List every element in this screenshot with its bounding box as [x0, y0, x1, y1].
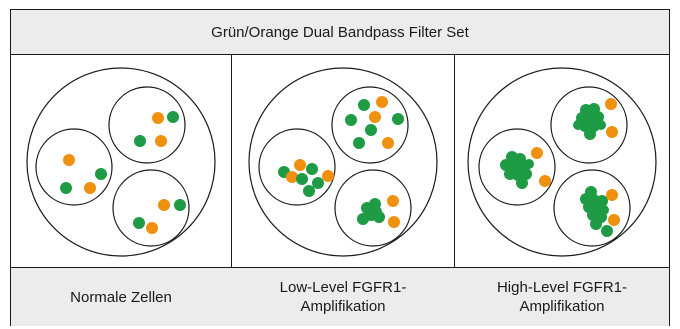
- orange-signal: [388, 216, 400, 228]
- tissue-outline: [467, 67, 657, 257]
- green-large-cluster: [500, 151, 534, 189]
- orange-signal: [294, 159, 306, 171]
- nucleus-bottom: [334, 169, 412, 247]
- panels-row: [11, 55, 669, 267]
- orange-signal: [286, 171, 298, 183]
- column-divider: [454, 55, 455, 325]
- green-large-cluster: [573, 103, 606, 140]
- panel-normal-cells: [11, 55, 231, 267]
- orange-signal: [605, 98, 617, 110]
- green-signal: [353, 137, 365, 149]
- orange-signal: [369, 111, 381, 123]
- orange-signal: [382, 137, 394, 149]
- green-signal: [167, 111, 179, 123]
- nucleus-left: [258, 128, 336, 206]
- green-large-cluster: [580, 186, 609, 230]
- green-signal: [60, 182, 72, 194]
- orange-signal: [63, 154, 75, 166]
- orange-signal: [531, 147, 543, 159]
- green-cluster: [357, 213, 369, 225]
- green-signal: [358, 99, 370, 111]
- green-signal: [345, 114, 357, 126]
- green-signal: [95, 168, 107, 180]
- nucleus-top: [550, 86, 628, 164]
- low-level-diagram: [248, 67, 438, 257]
- nucleus-bottom: [553, 169, 631, 247]
- green-signal: [312, 177, 324, 189]
- nucleus-left: [478, 128, 556, 206]
- green-signal: [134, 135, 146, 147]
- panel-high-level: [455, 55, 669, 267]
- caption-low-level: Low-Level FGFR1- Amplifikation: [279, 279, 407, 315]
- tissue-outline: [26, 67, 216, 257]
- orange-signal: [608, 214, 620, 226]
- green-signal: [303, 185, 315, 197]
- normal-cells-diagram: [26, 67, 216, 257]
- nucleus-top: [108, 86, 186, 164]
- orange-signal: [155, 135, 167, 147]
- orange-signal: [322, 170, 334, 182]
- green-signal: [365, 124, 377, 136]
- orange-signal: [146, 222, 158, 234]
- nucleus-bottom: [112, 169, 190, 247]
- orange-signal: [606, 189, 618, 201]
- green-signal: [296, 173, 308, 185]
- green-signal: [174, 199, 186, 211]
- green-signal: [392, 113, 404, 125]
- high-level-diagram: [467, 67, 657, 257]
- green-cluster: [370, 206, 382, 218]
- nucleus-left: [35, 128, 113, 206]
- orange-signal: [606, 126, 618, 138]
- orange-signal: [539, 175, 551, 187]
- orange-signal: [84, 182, 96, 194]
- green-signal: [601, 225, 613, 237]
- orange-signal: [387, 195, 399, 207]
- captions-row: Normale Zellen Low-Level FGFR1- Amplifik…: [11, 267, 669, 326]
- caption-normal-cells: Normale Zellen: [70, 288, 172, 306]
- panel-low-level: [232, 55, 454, 267]
- column-divider: [231, 55, 232, 325]
- orange-signal: [152, 112, 164, 124]
- tissue-outline: [248, 67, 438, 257]
- figure-title: Grün/Orange Dual Bandpass Filter Set: [11, 10, 669, 55]
- orange-signal: [376, 96, 388, 108]
- orange-signal: [158, 199, 170, 211]
- caption-high-level: High-Level FGFR1- Amplifikation: [496, 279, 628, 315]
- nucleus-top: [331, 86, 409, 164]
- green-signal: [133, 217, 145, 229]
- green-signal: [306, 163, 318, 175]
- filter-set-figure: Grün/Orange Dual Bandpass Filter Set: [10, 9, 670, 326]
